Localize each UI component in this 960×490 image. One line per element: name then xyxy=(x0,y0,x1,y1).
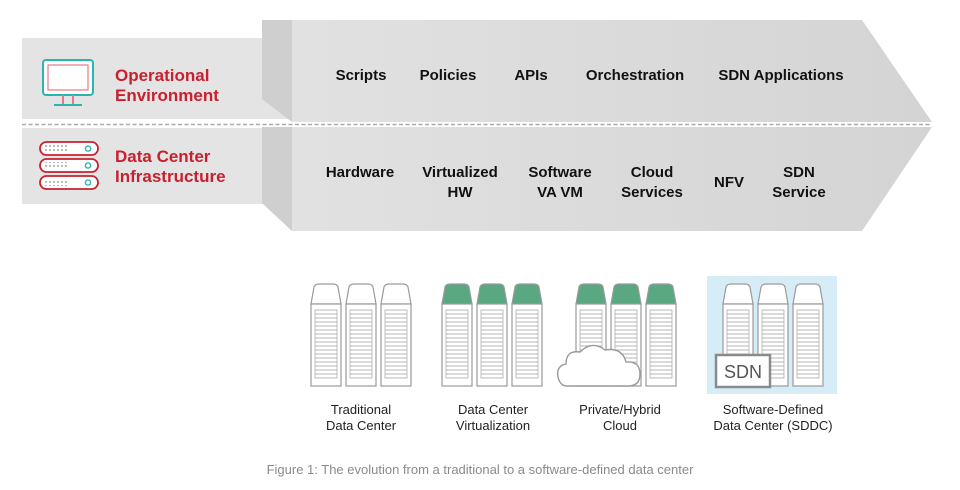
operational-fold xyxy=(262,20,292,122)
infra-item-software-line2: VA VM xyxy=(537,184,583,201)
stage-virtualization-line1: Data Center xyxy=(458,402,529,417)
server-rack xyxy=(345,283,377,387)
figure-caption: Figure 1: The evolution from a tradition… xyxy=(267,462,695,477)
sdn-badge: SDN xyxy=(714,353,772,389)
operational-item-policies: Policies xyxy=(420,67,477,84)
operational-title-line2: Environment xyxy=(115,86,219,105)
stage-sddc-line1: Software-Defined xyxy=(723,402,823,417)
operational-title-line1: Operational xyxy=(115,66,209,85)
infrastructure-fold xyxy=(262,127,292,231)
server-stack-icon xyxy=(39,141,99,190)
infra-item-sdn-line2: Service xyxy=(772,184,825,201)
infra-item-cloud-line2: Services xyxy=(621,184,683,201)
cloud-icon xyxy=(556,344,641,387)
infra-item-nfv: NFV xyxy=(714,174,744,191)
stage-cloud-line1: Private/Hybrid xyxy=(579,402,661,417)
server-rack xyxy=(645,283,677,387)
monitor-icon xyxy=(42,59,94,106)
server-rack xyxy=(441,283,473,387)
server-rack xyxy=(511,283,543,387)
infra-item-virtualized: Virtualized xyxy=(422,164,498,181)
server-rack xyxy=(380,283,412,387)
operational-arrow xyxy=(262,20,932,122)
infra-item-virtualized-line2: HW xyxy=(448,184,474,201)
infrastructure-title-line2: Infrastructure xyxy=(115,167,226,186)
stage-virtualization-line2: Virtualization xyxy=(456,418,530,433)
server-rack xyxy=(792,283,824,387)
infrastructure-arrow xyxy=(262,127,932,231)
sdn-badge-label: SDN xyxy=(724,362,762,382)
infra-item-sdn: SDN xyxy=(783,164,815,181)
infra-item-hardware: Hardware xyxy=(326,164,394,181)
operational-item-orchestration: Orchestration xyxy=(586,67,684,84)
infrastructure-title-line1: Data Center xyxy=(115,147,211,166)
infra-item-software: Software xyxy=(528,164,591,181)
stage-traditional-line2: Data Center xyxy=(326,418,397,433)
infra-item-cloud: Cloud xyxy=(631,164,674,181)
server-rack xyxy=(476,283,508,387)
stage-sddc-line2: Data Center (SDDC) xyxy=(713,418,832,433)
operational-item-scripts: Scripts xyxy=(336,67,387,84)
stage-cloud-line2: Cloud xyxy=(603,418,637,433)
stage-traditional-line1: Traditional xyxy=(331,402,391,417)
operational-item-apis: APIs xyxy=(514,67,547,84)
operational-item-sdn-applications: SDN Applications xyxy=(718,67,843,84)
server-rack xyxy=(310,283,342,387)
